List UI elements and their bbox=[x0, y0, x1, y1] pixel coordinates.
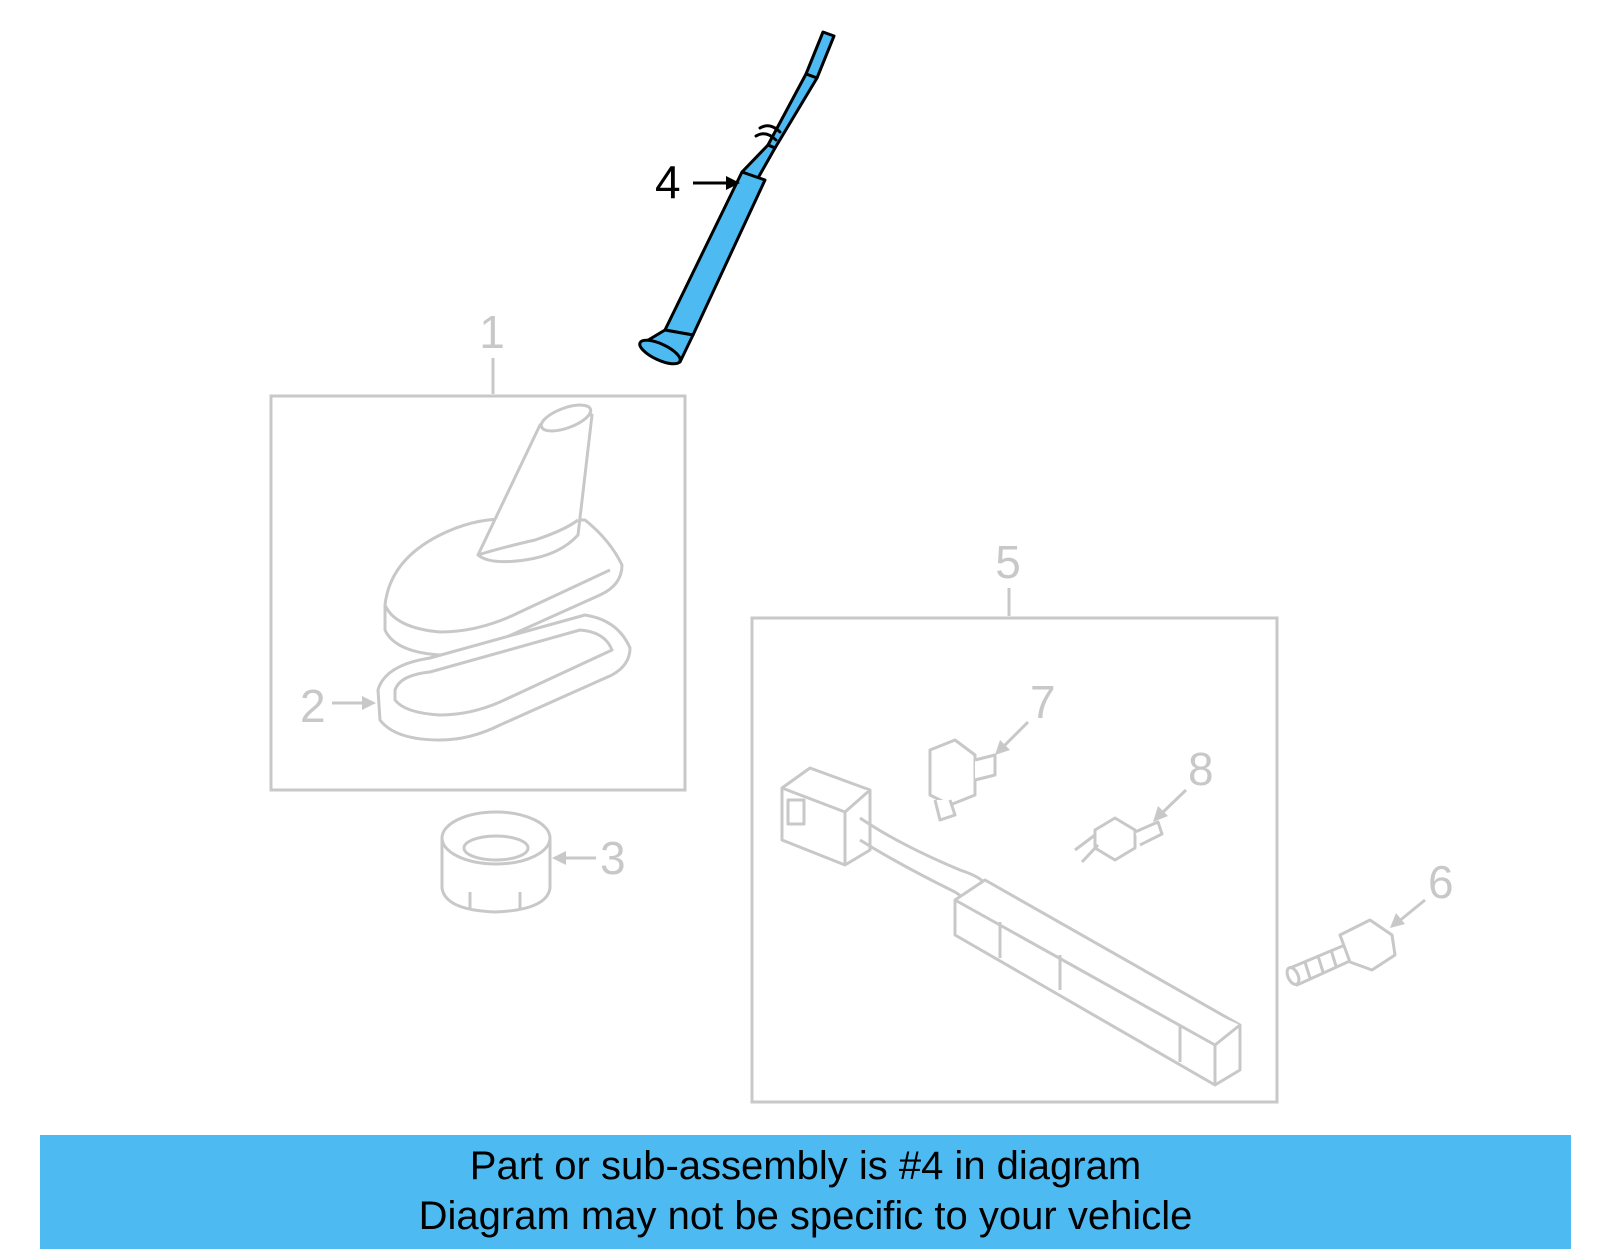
banner-line-disclaimer: Diagram may not be specific to your vehi… bbox=[418, 1194, 1193, 1238]
svg-text:5: 5 bbox=[995, 536, 1021, 588]
callout-2: 2 bbox=[300, 680, 376, 732]
svg-text:1: 1 bbox=[479, 306, 505, 358]
callout-1: 1 bbox=[479, 306, 505, 394]
svg-text:2: 2 bbox=[300, 680, 326, 732]
callout-3: 3 bbox=[552, 832, 626, 884]
assembly-box-1 bbox=[269, 394, 687, 792]
assembly-box-5 bbox=[750, 616, 1279, 1104]
callout-7: 7 bbox=[995, 676, 1056, 755]
info-banner: Part or sub-assembly is #4 in diagram Di… bbox=[40, 1135, 1571, 1249]
callout-4: 4 bbox=[655, 156, 740, 208]
clip-part-7[interactable] bbox=[928, 738, 997, 822]
gasket-part-2[interactable] bbox=[376, 613, 632, 742]
callout-6: 6 bbox=[1390, 856, 1454, 928]
bolt-part-6[interactable] bbox=[1285, 918, 1397, 987]
push-pin-part-8[interactable] bbox=[1074, 816, 1164, 864]
callout-8: 8 bbox=[1153, 743, 1214, 822]
grommet-part-3[interactable] bbox=[440, 810, 552, 914]
svg-text:6: 6 bbox=[1428, 856, 1454, 908]
antenna-mast-part-4[interactable] bbox=[637, 30, 836, 369]
svg-text:3: 3 bbox=[600, 832, 626, 884]
svg-text:7: 7 bbox=[1030, 676, 1056, 728]
antenna-base-part-1[interactable] bbox=[383, 400, 624, 657]
callout-5: 5 bbox=[995, 536, 1021, 616]
banner-line-part-number: Part or sub-assembly is #4 in diagram bbox=[469, 1144, 1142, 1188]
amplifier-module-part-5[interactable] bbox=[780, 766, 1242, 1087]
svg-text:4: 4 bbox=[655, 156, 681, 208]
svg-text:8: 8 bbox=[1188, 743, 1214, 795]
